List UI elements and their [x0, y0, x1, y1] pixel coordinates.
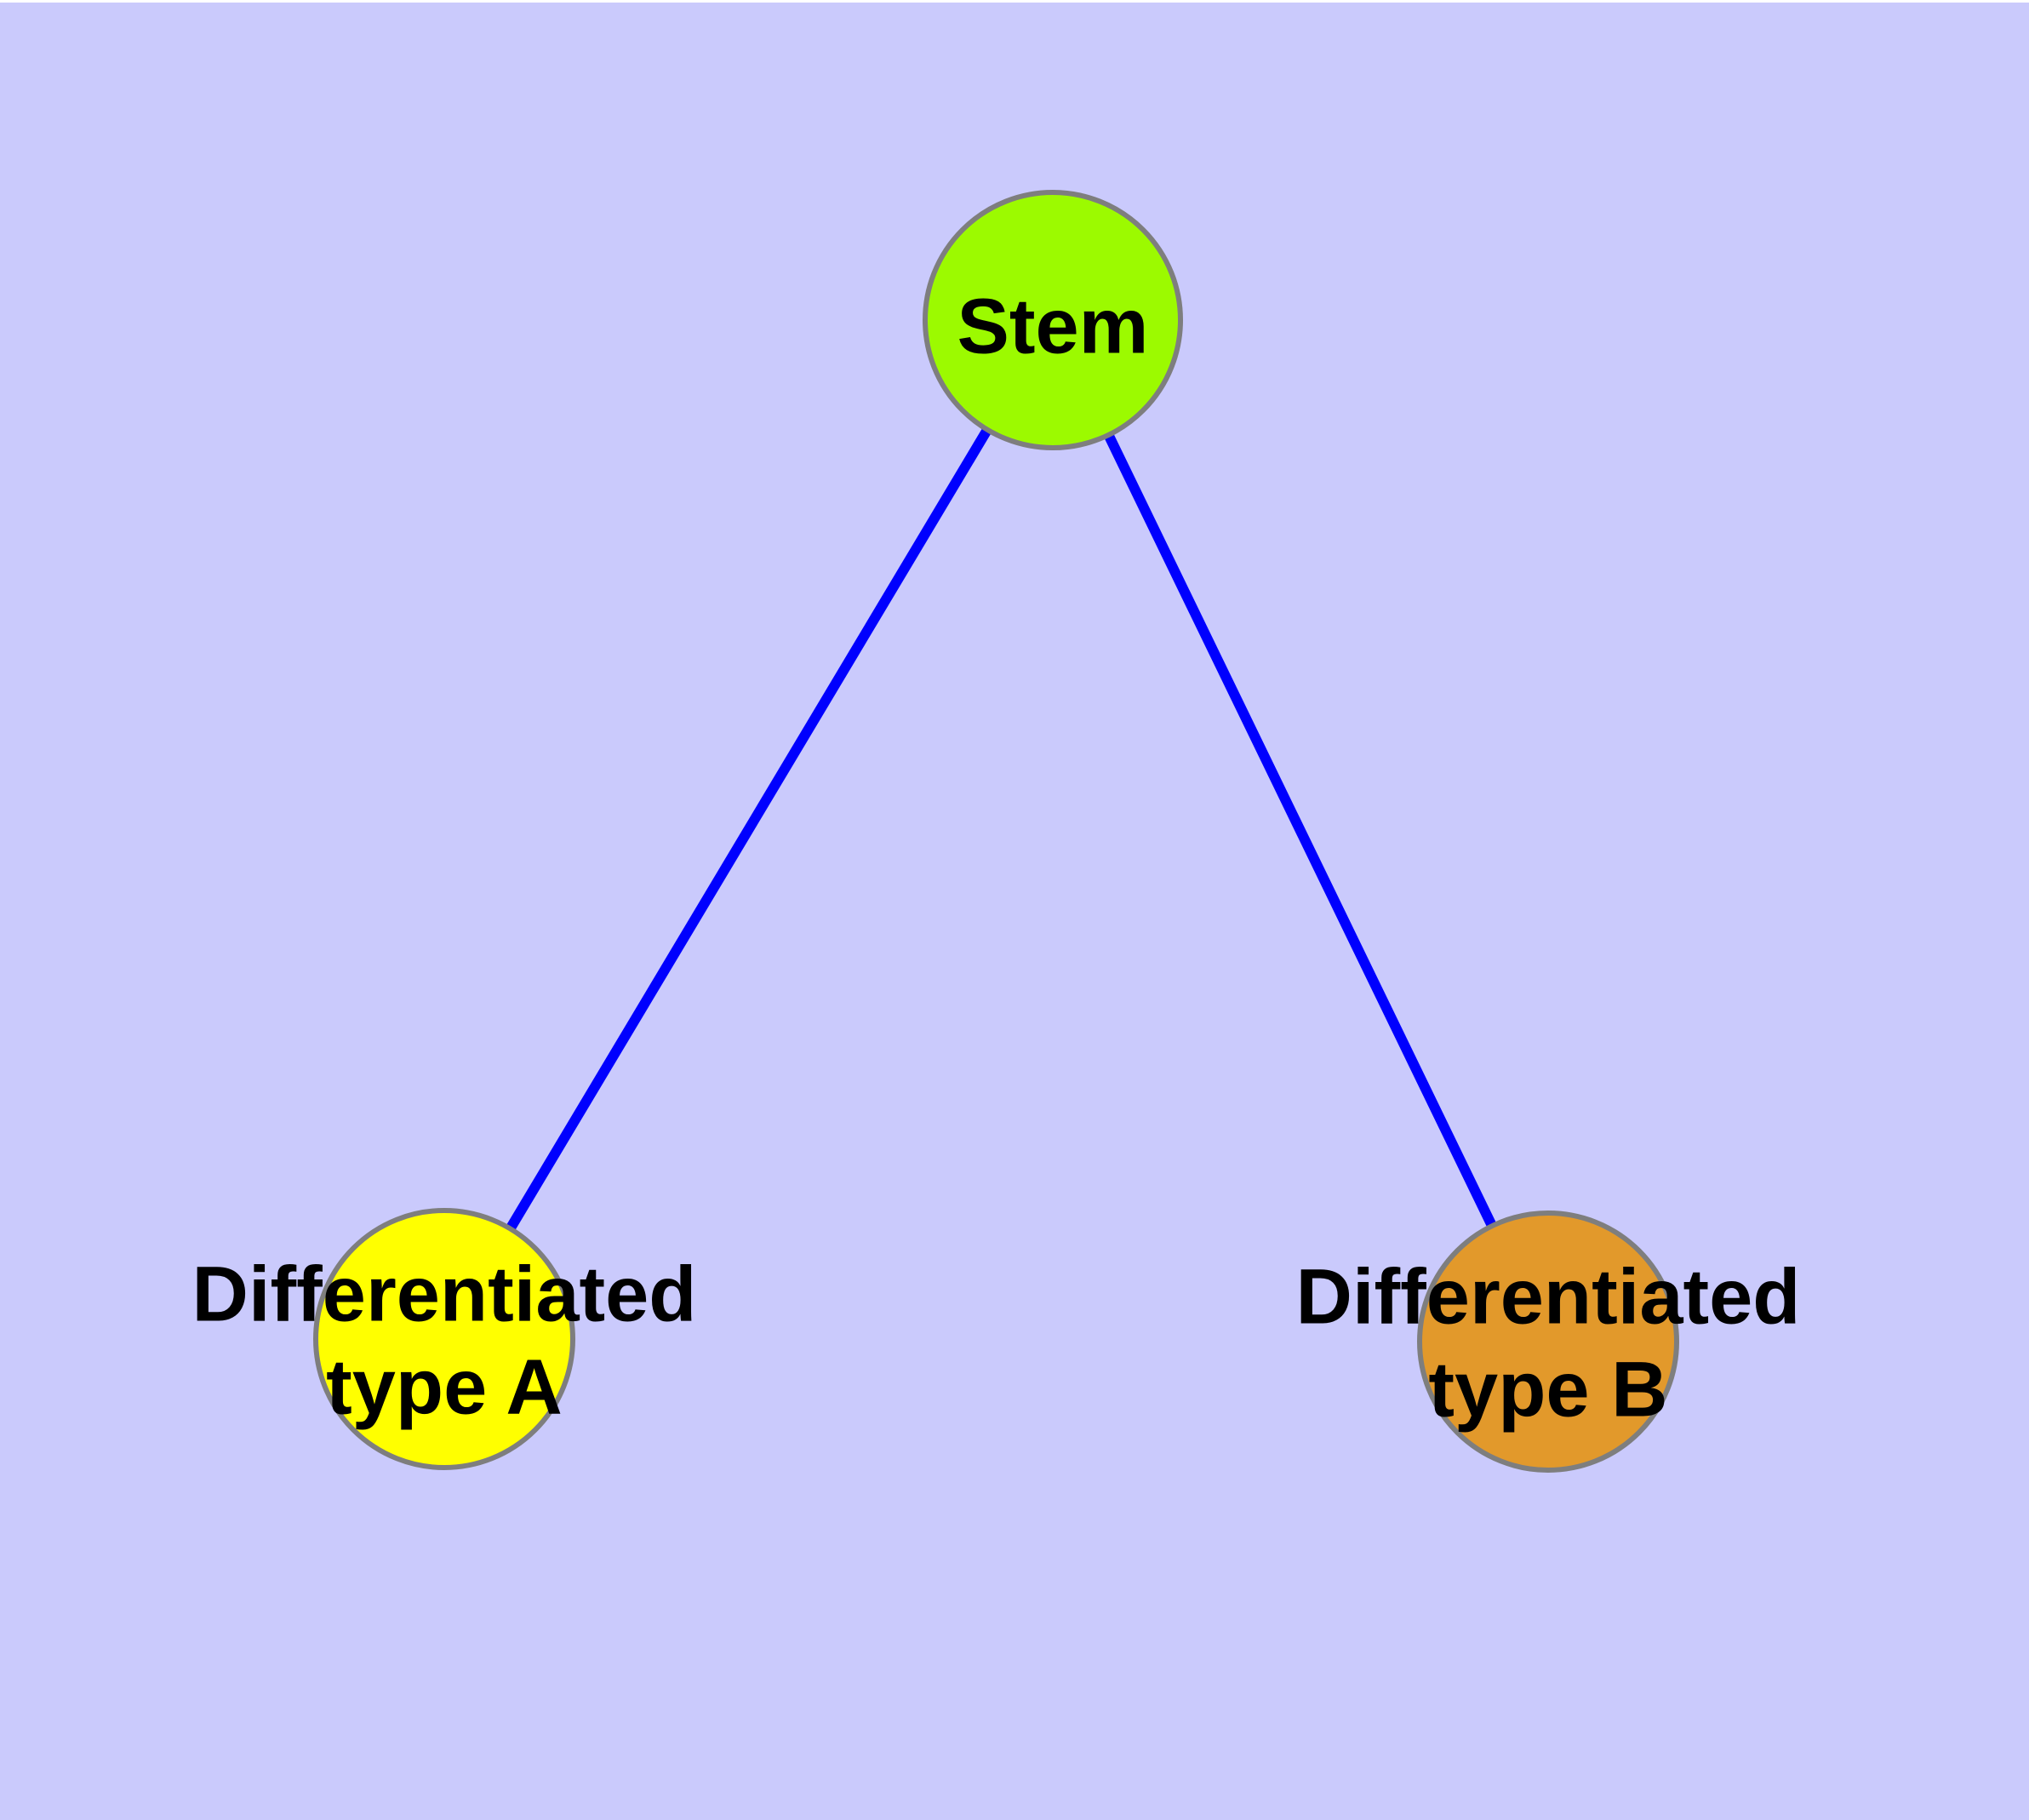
node-stem-label: Stem: [957, 283, 1149, 370]
edge-stem-to-type-a: [439, 317, 1058, 1342]
node-stem-circle: [923, 190, 1183, 450]
node-type-b-circle: [1417, 1210, 1679, 1473]
graph-canvas: [313, 190, 1679, 1473]
edge-stem-to-type-b: [1048, 318, 1553, 1344]
node-type-b-label: Differentiated type B: [1295, 1253, 1801, 1433]
node-type-a-label: Differentiated type A: [191, 1251, 697, 1430]
node-type-a-circle: [313, 1208, 575, 1470]
plot-background: Stem Differentiated type A Differentiate…: [0, 3, 2029, 1820]
